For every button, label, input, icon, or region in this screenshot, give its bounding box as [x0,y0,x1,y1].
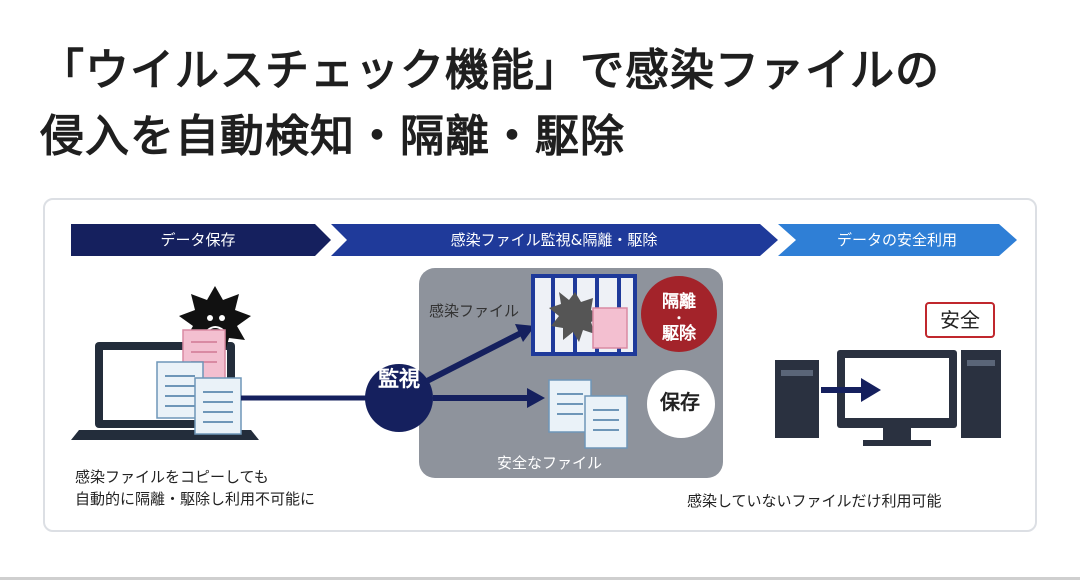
headline-line-1: 「ウイルスチェック機能」で感染ファイルの [40,45,940,96]
arrow-head-safe [527,388,545,408]
infected-file-label: 感染ファイル [429,302,520,320]
quarantine-cage-icon [531,274,637,356]
monitor-badge [365,364,433,432]
bottom-divider [0,577,1080,580]
isolate-badge [641,276,717,352]
left-caption-line-2: 自動的に隔離・駆除し利用不可能に [75,490,316,508]
headline: 「ウイルスチェック機能」で感染ファイルの 侵入を自動検知・隔離・駆除 [40,38,1040,170]
virus-check-diagram: データ保存 感染ファイル監視&隔離・駆除 データの安全利用 感染ファイル 監視 … [43,198,1037,532]
safe-document-icon [548,379,628,449]
save-label: 保存 [660,390,700,414]
isolate-label-line-1: 隔離 [662,292,696,312]
arrow-head-infected [515,324,535,342]
right-caption: 感染していないファイルだけ利用可能 [687,492,942,510]
left-caption-line-1: 感染ファイルをコピーしても [75,468,269,486]
desktop-computer-icon [775,350,1001,446]
step-label-1: データ保存 [160,231,236,249]
arrow-to-infected [423,329,525,385]
isolate-label: 隔離 ・ 駆除 [649,292,709,344]
isolate-label-line-2: 駆除 [662,324,696,344]
safe-badge: 安全 [925,302,995,338]
save-badge [647,370,715,438]
left-caption: 感染ファイルをコピーしても 自動的に隔離・駆除し利用不可能に [75,466,315,510]
headline-line-2: 侵入を自動検知・隔離・駆除 [40,111,625,162]
safe-file-label: 安全なファイル [497,454,603,472]
diagram-graphics [71,224,1017,478]
document-stack-icon [156,361,242,435]
step-arrow-2 [331,224,778,256]
monitor-label: 監視 [378,367,420,391]
step-arrow-3 [778,224,1017,256]
step-label-2: 感染ファイル監視&隔離・駆除 [450,231,658,249]
step-arrow-1 [71,224,331,256]
step-label-3: データの安全利用 [836,231,957,249]
isolate-label-dot: ・ [672,311,685,325]
